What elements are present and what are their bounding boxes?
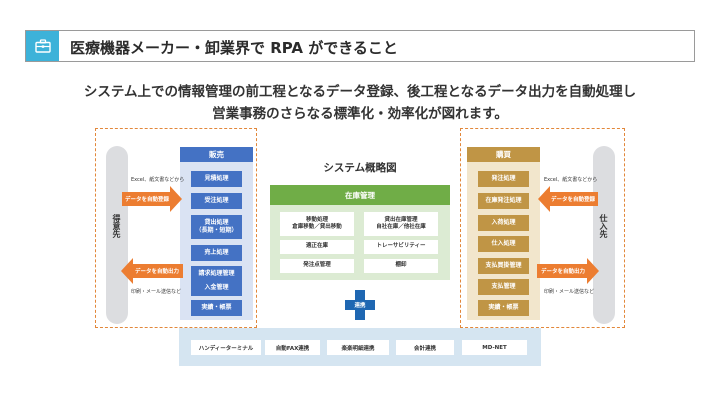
left-dashed-frame: [95, 128, 257, 328]
inventory-item-transfer: 移動処理 倉庫移動／貸出移動: [280, 212, 354, 236]
purchasing-item-order: 発注処理: [478, 171, 529, 187]
customer-pill: [106, 146, 128, 324]
integration-auto-fax: 自動FAX連携: [265, 340, 320, 355]
purchasing-item-report: 実績・帳票: [478, 300, 529, 316]
right-in-arrow-label: データを自動登録: [550, 197, 595, 203]
right-dashed-frame: [460, 128, 625, 328]
briefcase-icon: [26, 31, 59, 61]
inventory-item-reorder: 発注点管理: [280, 259, 354, 273]
right-out-arrow-label: データを自動出力: [540, 269, 585, 275]
subtitle-line-1: システム上での情報管理の前工程となるデータ登録、後工程となるデータ出力を自動処理…: [83, 84, 637, 100]
page-title-bar: 医療機器メーカー・卸業界で RPA ができること: [25, 30, 695, 62]
purchasing-item-purchase: 仕入処理: [478, 236, 529, 252]
right-in-arrow: データを自動登録: [538, 186, 598, 212]
inventory-item-optimal: 適正在庫: [280, 240, 354, 254]
inventory-item-traceability: トレーサビリティー: [364, 240, 438, 254]
inventory-item-lending-stock-text: 貸出在庫管理 自社在庫／他社在庫: [376, 216, 426, 230]
inventory-header: 在庫管理: [270, 185, 450, 205]
page-title: 医療機器メーカー・卸業界で RPA ができること: [70, 39, 398, 57]
left-out-arrow-label: データを自動出力: [134, 269, 179, 275]
integration-rakuraku: 楽楽明細連携: [327, 340, 389, 355]
sales-item-report: 実績・帳票: [191, 300, 242, 316]
sales-item-payment: 入金管理: [191, 280, 242, 296]
inventory-panel: 移動処理 倉庫移動／貸出移動 貸出在庫管理 自社在庫／他社在庫 適正在庫 トレー…: [270, 205, 450, 280]
supplier-pill: [593, 146, 615, 324]
purchasing-header: 購買: [467, 147, 540, 162]
purchasing-item-payment: 支払管理: [478, 279, 529, 295]
left-out-note: 印刷・メール送信など: [131, 289, 182, 295]
purchasing-item-stock-order: 在庫発注処理: [478, 193, 529, 209]
link-label: 連携: [354, 303, 366, 309]
sales-header: 販売: [180, 147, 253, 162]
right-out-note: 印刷・メール送信など: [544, 289, 595, 295]
diagram-title: システム概略図: [323, 162, 397, 174]
integration-md-net: MD-NET: [462, 340, 527, 355]
right-in-note: Excel、紙文書などから: [544, 177, 598, 183]
inventory-item-lending-stock: 貸出在庫管理 自社在庫／他社在庫: [364, 212, 438, 236]
sales-item-billing: 請求処理管理: [191, 266, 242, 282]
inventory-item-transfer-text: 移動処理 倉庫移動／貸出移動: [292, 216, 342, 230]
link-plus-icon: [345, 290, 375, 324]
purchasing-item-payable: 支払買掛管理: [478, 258, 529, 274]
subtitle-line-2: 営業事務のさらなる標準化・効率化が図れます。: [212, 106, 508, 122]
purchasing-panel: 発注処理 在庫発注処理 入荷処理 仕入処理 支払買掛管理 支払管理 実績・帳票: [467, 162, 540, 320]
integration-handy-terminal: ハンディーターミナル: [191, 340, 261, 355]
left-in-arrow-label: データを自動登録: [124, 197, 169, 203]
left-in-arrow: データを自動登録: [122, 186, 182, 212]
sales-item-sales: 売上処理: [191, 245, 242, 261]
sales-item-quote: 見積処理: [191, 171, 242, 187]
sales-item-lending-text: 貸出処理 （長期・短期）: [195, 218, 238, 234]
right-out-arrow: データを自動出力: [537, 258, 599, 284]
supplier-label: 仕入先: [599, 214, 608, 238]
left-in-note: Excel、紙文書などから: [131, 177, 185, 183]
inventory-item-stocktake: 棚卸: [364, 259, 438, 273]
left-out-arrow: データを自動出力: [121, 258, 183, 284]
sales-item-order: 受注処理: [191, 193, 242, 209]
purchasing-item-receiving: 入荷処理: [478, 215, 529, 231]
sales-item-lending: 貸出処理 （長期・短期）: [191, 215, 242, 239]
integration-accounting: 会計連携: [396, 340, 454, 355]
sales-panel: 見積処理 受注処理 貸出処理 （長期・短期） 売上処理 請求処理管理 入金管理 …: [180, 162, 253, 320]
customer-label: 得意先: [112, 214, 121, 238]
